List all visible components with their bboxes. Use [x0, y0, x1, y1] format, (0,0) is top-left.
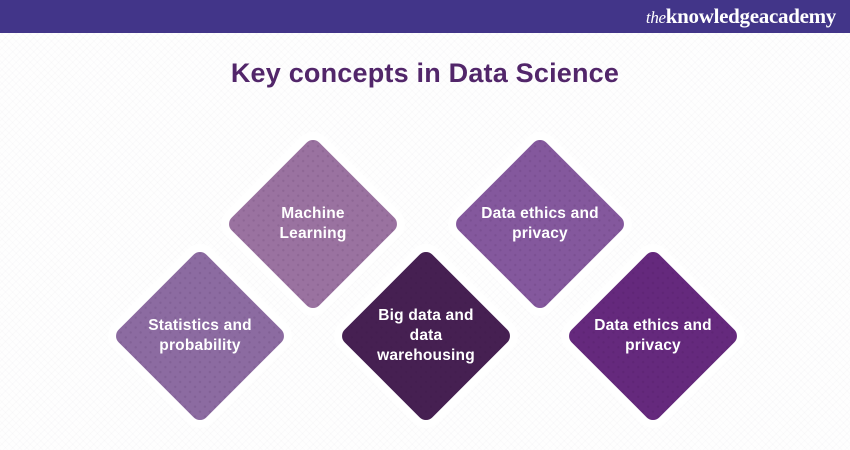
- brand-logo-name: knowledgeacademy: [665, 4, 837, 28]
- brand-logo: theknowledgeacademy: [646, 6, 836, 27]
- diamond-label: Data ethics and privacy: [481, 205, 599, 242]
- page-title: Key concepts in Data Science: [230, 58, 620, 88]
- diamond-label: Data ethics and privacy: [594, 317, 712, 354]
- diamond-label: Statistics and probability: [148, 317, 252, 354]
- header-bar: theknowledgeacademy: [0, 0, 850, 33]
- diamond-label: Machine Learning: [279, 205, 347, 242]
- brand-logo-the: the: [645, 8, 666, 27]
- diamond-label: Big data and data warehousing: [377, 307, 475, 364]
